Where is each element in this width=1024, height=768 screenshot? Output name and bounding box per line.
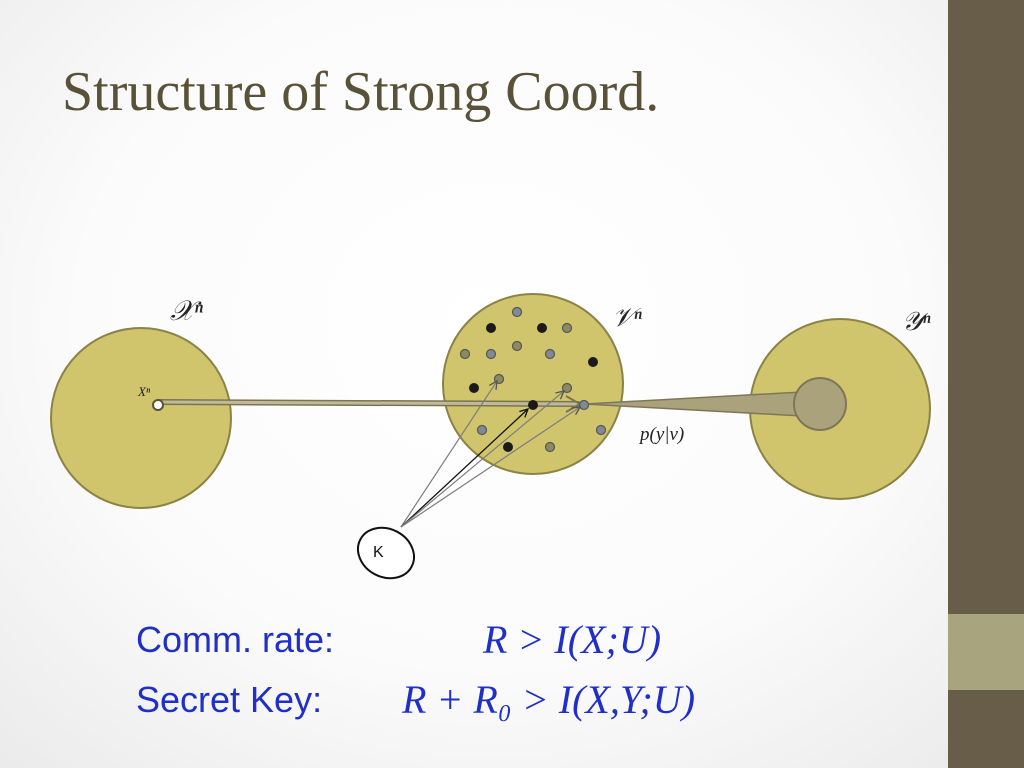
codeword-point (485, 348, 497, 360)
codeword-point (459, 348, 471, 360)
y-set-label: 𝒴ⁿ (902, 307, 931, 336)
key-node (357, 526, 415, 580)
codeword-point (511, 306, 523, 318)
comm-rate-formula: Comm. rate: R > I(X;U) (136, 619, 661, 660)
key-label: K (373, 544, 384, 561)
key-arrow (400, 391, 564, 528)
key-arrow (400, 381, 497, 528)
key-arrow (400, 409, 528, 528)
codeword-point (537, 323, 547, 333)
codeword-point (544, 441, 556, 453)
v-set-circle (442, 293, 624, 475)
codeword-point (503, 442, 513, 452)
codeword-point (561, 322, 573, 334)
codeword-point (544, 348, 556, 360)
secret-key-expression: R + R₀ > I(X,Y;U) (402, 677, 696, 722)
codeword-point (469, 383, 479, 393)
slide-title: Structure of Strong Coord. (62, 61, 660, 123)
sidebar-accent (948, 614, 1024, 690)
codeword-point (528, 400, 538, 410)
x-set-label: 𝒳ⁿ (170, 296, 203, 327)
secret-key-label: Secret Key: (136, 679, 323, 720)
coordination-diagram: K 𝒳ⁿ 𝒱ⁿ 𝒴ⁿ Xⁿ p(y|v) (50, 293, 931, 580)
channel-label: p(y|v) (638, 424, 684, 445)
x-point-marker (152, 399, 164, 411)
key-arrow (400, 407, 580, 528)
x-point-label: Xⁿ (137, 384, 151, 399)
codeword-point (578, 399, 590, 411)
y-target-region (793, 377, 847, 431)
v-set-label: 𝒱ⁿ (612, 303, 643, 332)
secret-key-formula: Secret Key: R + R₀ > I(X,Y;U) (136, 679, 695, 720)
codeword-point (595, 424, 607, 436)
comm-rate-label: Comm. rate: (136, 619, 335, 660)
codebook-points (459, 306, 607, 453)
codeword-point (588, 357, 598, 367)
main-arrow (156, 400, 580, 406)
codeword-point (476, 424, 488, 436)
comm-rate-expression: R > I(X;U) (483, 617, 662, 662)
x-set-circle (50, 327, 232, 509)
codeword-point (486, 323, 496, 333)
codeword-point (511, 340, 523, 352)
